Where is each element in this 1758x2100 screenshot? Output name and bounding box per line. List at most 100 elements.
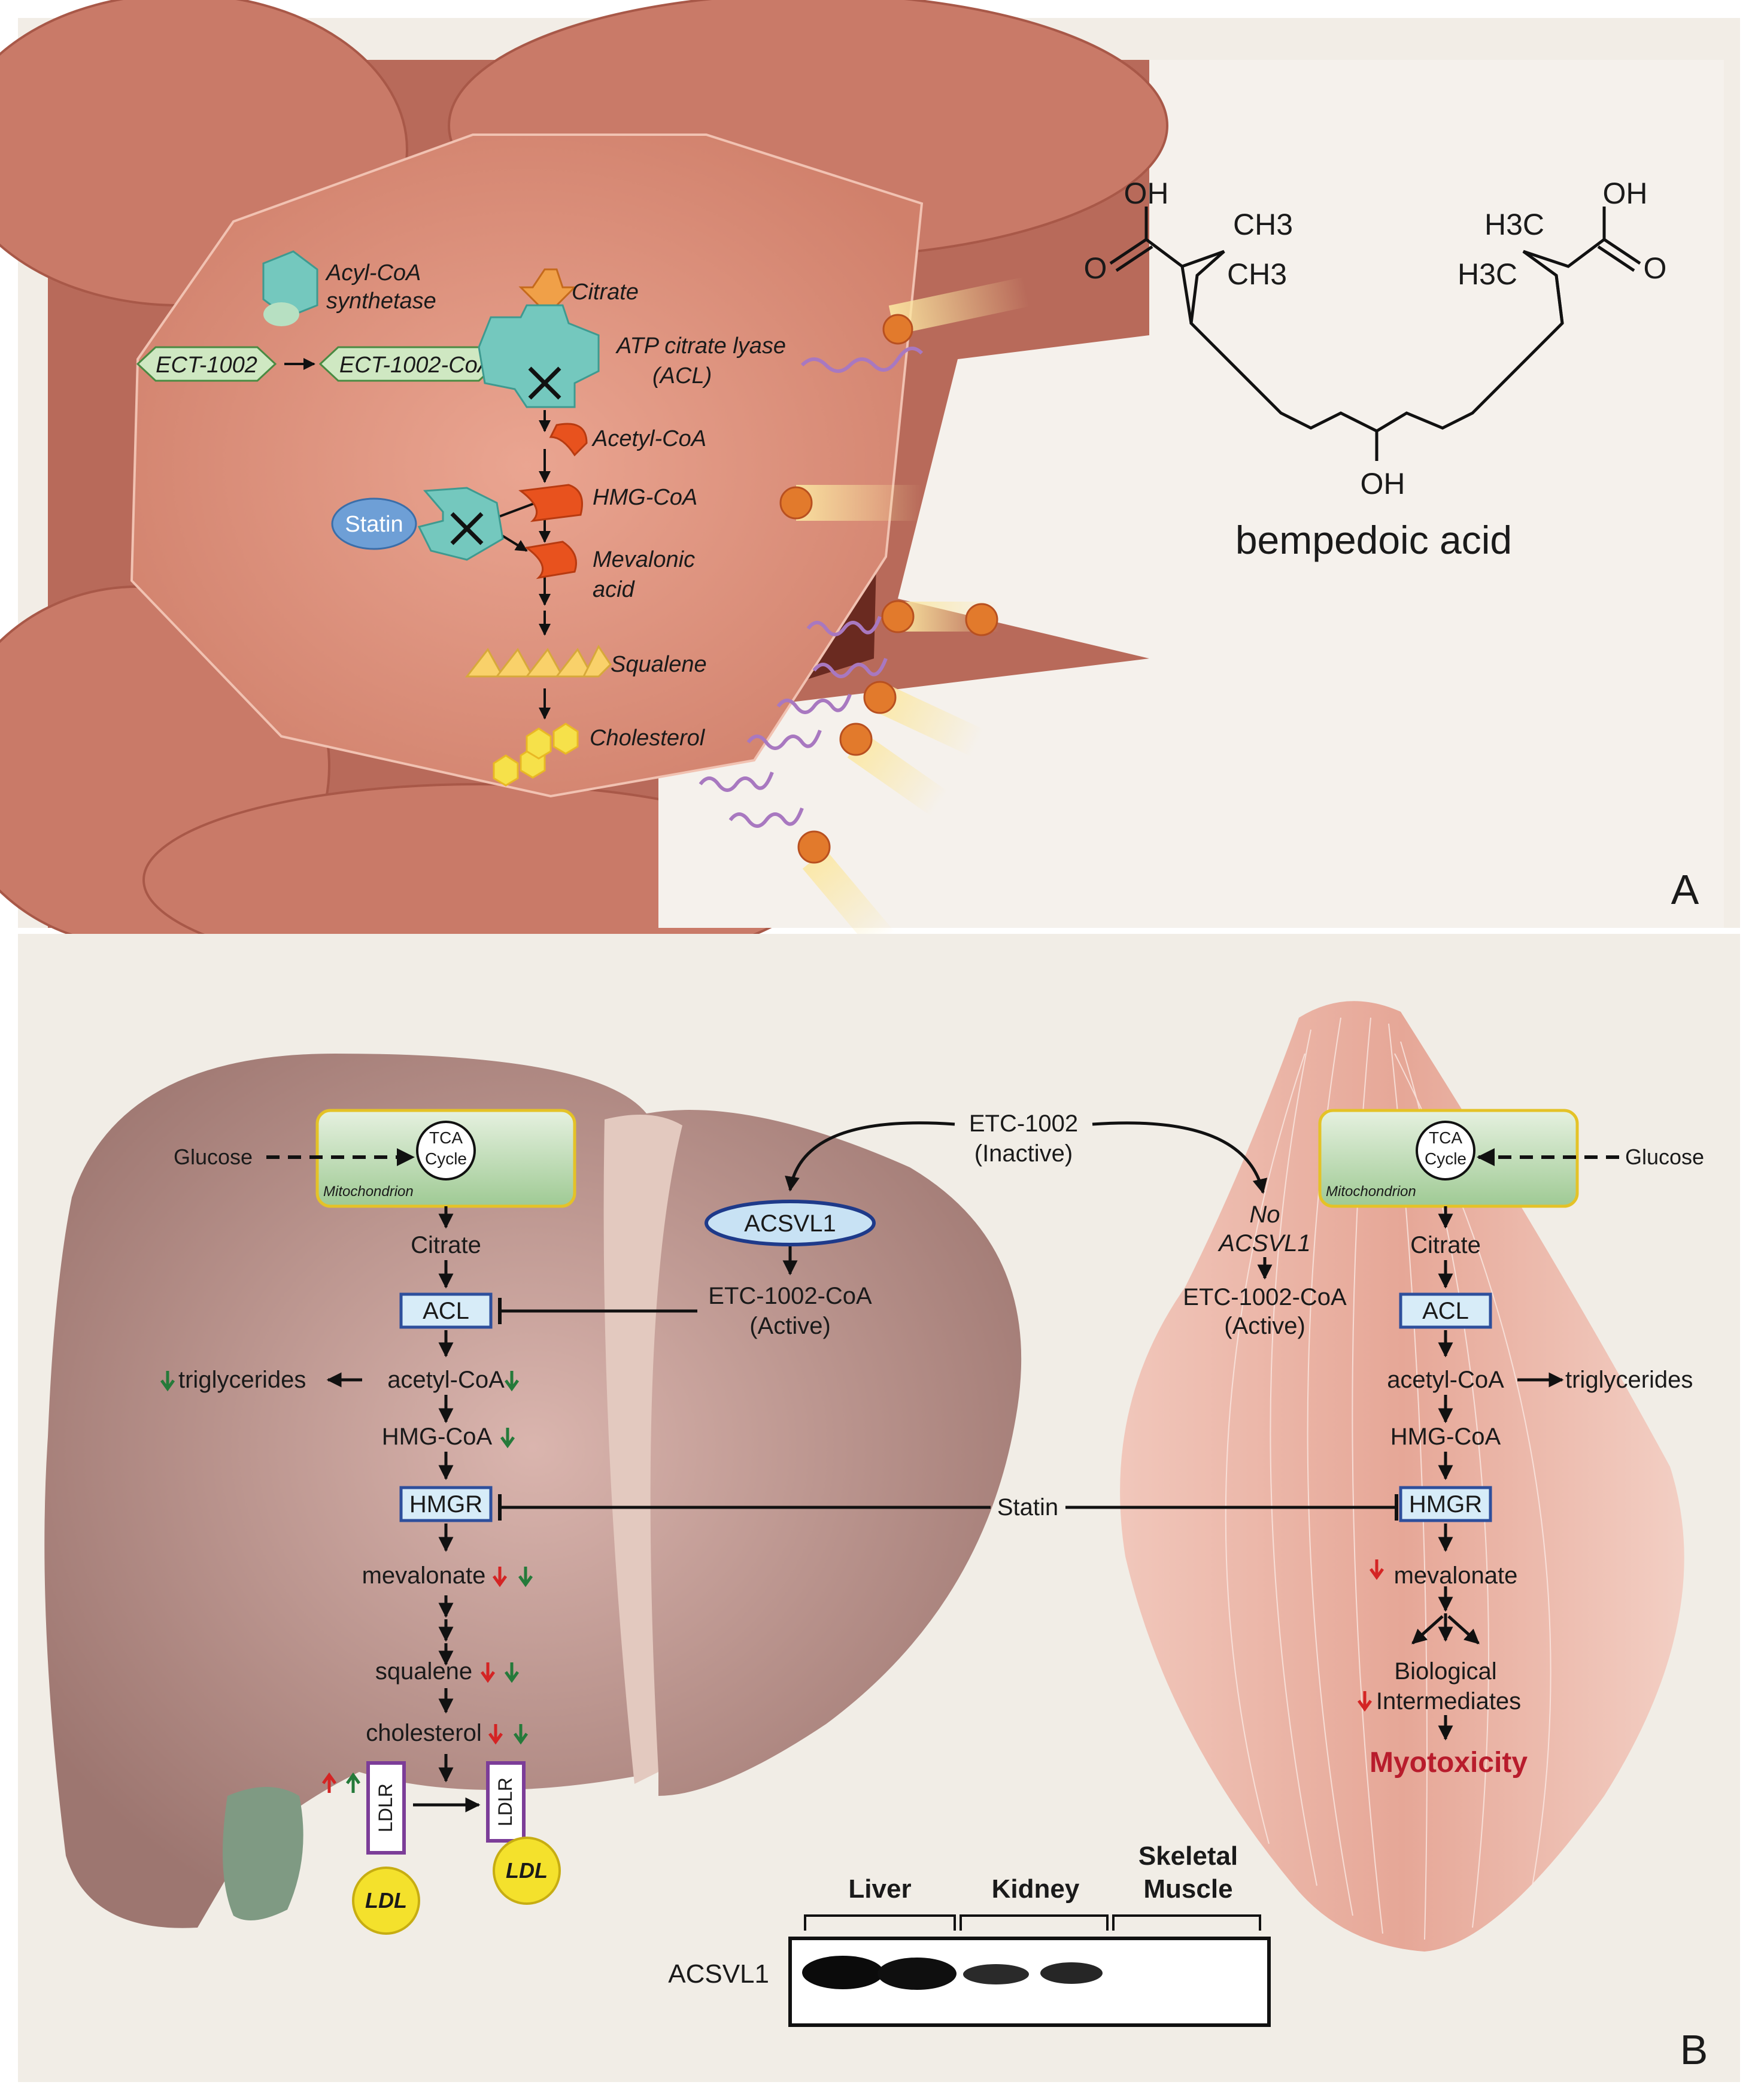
acl-enzyme-icon [478, 304, 600, 408]
muscle-hmgr-label: HMGR [1409, 1491, 1482, 1518]
mitochondrion-label-right: Mitochondrion [1326, 1183, 1416, 1200]
liver-organ [44, 1054, 1022, 1928]
hmg-coa-label: HMG-CoA [593, 485, 697, 510]
liver-hmgr-box [399, 1486, 493, 1522]
statin-label-b: Statin [997, 1494, 1058, 1521]
statin-icon [331, 497, 417, 550]
atom-h3c-top: H3C [1484, 208, 1544, 241]
mevalonic-label-2: acid [593, 577, 636, 602]
liver-acetyl-coa: acetyl-CoA [387, 1367, 505, 1393]
mitochondrion-label-left: Mitochondrion [323, 1183, 414, 1200]
muscle-etc-coa: ETC-1002-CoA [1183, 1284, 1347, 1310]
blot-band-liver-1 [802, 1956, 883, 1989]
etc-to-acsvl1-arrow [785, 1121, 955, 1192]
tca-label-right-1: TCA [1429, 1128, 1462, 1147]
liver-triglycerides: triglycerides [178, 1367, 306, 1393]
mitochondrion-right: TCA Cycle Mitochondrion [1318, 1109, 1579, 1208]
blot-liver-bracket [804, 1914, 956, 1931]
blot-liver-label: Liver [848, 1874, 911, 1904]
pathway-arrows [487, 410, 551, 720]
blot-band-liver-2 [878, 1958, 957, 1990]
etc-to-muscle-arrow [1092, 1121, 1268, 1194]
liver-etc-active: (Active) [749, 1313, 831, 1339]
etc1002-label: ETC-1002 [969, 1110, 1078, 1137]
liver-cholesterol: cholesterol [366, 1720, 481, 1746]
skeletal-muscle [1120, 1001, 1684, 1952]
western-blot: Liver Kidney Skeletal Muscle ACSVL1 [668, 1841, 1271, 2027]
biological-label: Biological [1394, 1658, 1496, 1685]
liver-hmg-coa: HMG-CoA [382, 1424, 493, 1450]
blot-kidney-bracket [960, 1914, 1109, 1931]
liver-hmgr-label: HMGR [409, 1491, 482, 1518]
muscle-acl-label: ACL [1422, 1298, 1469, 1324]
panel-a: Acyl-CoA synthetase ECT-1002 ECT-1002-Co… [0, 0, 1740, 977]
atom-ch3-bottom: CH3 [1227, 257, 1287, 291]
panel-b: TCA Cycle Mitochondrion TCA Cycle Mitoch… [18, 934, 1740, 2082]
mevalonic-label-1: Mevalonic [593, 547, 695, 572]
ldlr-left-label: LDLR [375, 1783, 396, 1832]
liver-acl-box [399, 1292, 493, 1329]
liver-etc-coa: ETC-1002-CoA [708, 1283, 872, 1309]
glucose-left-label: Glucose [174, 1145, 253, 1169]
ect1002-coa-label: ECT-1002-CoA [339, 353, 493, 378]
ldl-left-label: LDL [365, 1888, 407, 1913]
acsvl1-label: ACSVL1 [744, 1210, 836, 1237]
ldl-right-label: LDL [506, 1858, 548, 1883]
muscle-hmg-coa: HMG-CoA [1390, 1424, 1501, 1450]
mitochondrion-left: TCA Cycle Mitochondrion [315, 1109, 576, 1208]
atom-o-right: O [1644, 251, 1667, 285]
liver-mevalonate: mevalonate [362, 1562, 486, 1589]
no-acsvl1-label: ACSVL1 [1217, 1230, 1310, 1257]
atom-oh-right: OH [1603, 177, 1648, 210]
panel-a-letter: A [1671, 866, 1699, 913]
squalene-icon [464, 645, 612, 678]
panel-b-letter: B [1680, 2026, 1708, 2073]
change-indicator-arrows [160, 1371, 1384, 1793]
blot-band-kidney-2 [1040, 1962, 1103, 1984]
ldl-right-icon [493, 1837, 561, 1905]
acyl-coa-synthetase-label-1: Acyl-CoA [325, 260, 421, 286]
blot-muscle-bracket [1112, 1914, 1261, 1931]
muscle-hmgr-box [1399, 1486, 1492, 1522]
citrate-label: Citrate [572, 280, 639, 305]
muscle-citrate: Citrate [1410, 1232, 1481, 1258]
hmg-coa-icon [518, 484, 583, 523]
glucose-right-label: Glucose [1625, 1145, 1704, 1169]
muscle-acetyl-coa: acetyl-CoA [1387, 1367, 1504, 1393]
tca-label-left-1: TCA [429, 1128, 463, 1147]
ect1002-label: ECT-1002 [156, 353, 257, 378]
liver-squalene: squalene [375, 1658, 472, 1685]
etc1002-inactive-label: (Inactive) [974, 1140, 1073, 1167]
muscle-etc-active: (Active) [1224, 1313, 1305, 1339]
acl-label-2: (ACL) [652, 363, 712, 389]
acetyl-coa-icon [549, 423, 588, 457]
muscle-triglycerides: triglycerides [1565, 1367, 1693, 1393]
muscle-mevalonate: mevalonate [1394, 1562, 1518, 1589]
atom-oh-left: OH [1124, 177, 1169, 210]
hepatocyte-cell [130, 133, 924, 798]
atom-h3c-bottom: H3C [1458, 257, 1517, 291]
intermediates-label: Intermediates [1376, 1688, 1521, 1714]
acl-inhibition-x-icon [528, 366, 561, 400]
ldl-particles [779, 277, 1030, 951]
acsvl1-ellipse [705, 1200, 876, 1246]
bempedoic-acid-atom-labels: OH O CH3 CH3 H3C H3C OH O OH [1084, 177, 1667, 500]
muscle-acl-box [1399, 1292, 1492, 1329]
acetyl-coa-label: Acetyl-CoA [591, 426, 706, 451]
liver-acl-label: ACL [423, 1298, 469, 1324]
mevalonic-acid-icon [524, 541, 577, 579]
gallbladder [223, 1787, 303, 1920]
myotoxicity-label: Myotoxicity [1370, 1747, 1528, 1779]
tca-label-right-2: Cycle [1425, 1149, 1466, 1168]
blot-row-label: ACSVL1 [668, 1959, 769, 1989]
blot-kidney-label: Kidney [992, 1874, 1080, 1904]
ldlr-left-box [366, 1761, 406, 1855]
ldlr-right-box [486, 1761, 526, 1843]
liver-lobe-divider [603, 1115, 682, 1784]
hmgr-inhibition-x-icon [450, 512, 484, 545]
ldl-receptors [699, 347, 924, 828]
blot-skeletal-label: Skeletal [1138, 1841, 1238, 1871]
ect1002-shape [136, 346, 277, 382]
squalene-label: Squalene [611, 652, 707, 677]
